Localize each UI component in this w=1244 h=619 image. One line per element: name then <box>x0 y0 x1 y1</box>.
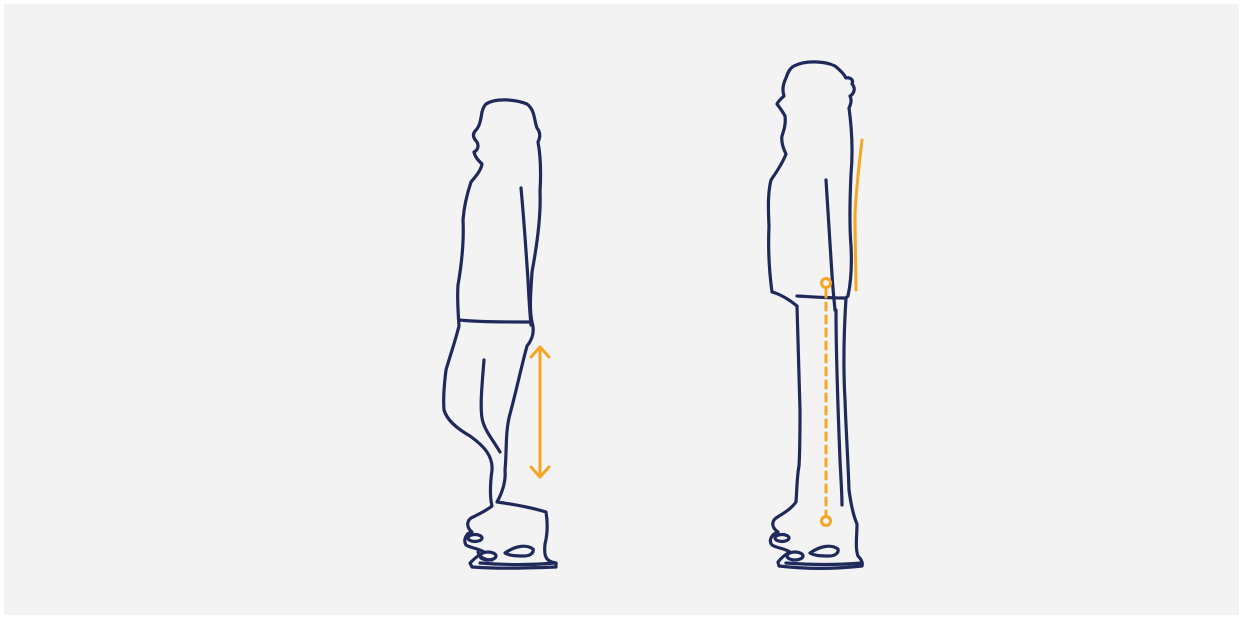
skater-left-arm-line <box>521 188 531 325</box>
skater-left-toe-pick-back <box>468 535 482 542</box>
back-line-icon <box>855 140 862 290</box>
skater-right-boot-lace <box>810 546 838 556</box>
skater-right-toe-pick-front <box>787 552 803 560</box>
skater-straight-stance <box>768 62 862 568</box>
double-arrow-vertical-icon <box>531 347 549 477</box>
skater-left-jacket-hem <box>459 320 531 322</box>
skater-bent-knees <box>444 100 556 568</box>
skater-right-leg-seam <box>836 310 842 505</box>
dashed-plumb-line-icon <box>822 279 831 526</box>
skater-right-silhouette <box>768 62 862 568</box>
skater-left-back-knee <box>481 360 500 452</box>
skater-right-toe-pick-back <box>775 535 789 542</box>
skater-left-silhouette <box>444 100 556 568</box>
skater-right-blade-line <box>786 563 862 565</box>
skater-left-blade-line <box>480 563 556 565</box>
skater-right-jacket-hem <box>797 296 846 298</box>
skater-left-boot-lace <box>505 546 533 556</box>
